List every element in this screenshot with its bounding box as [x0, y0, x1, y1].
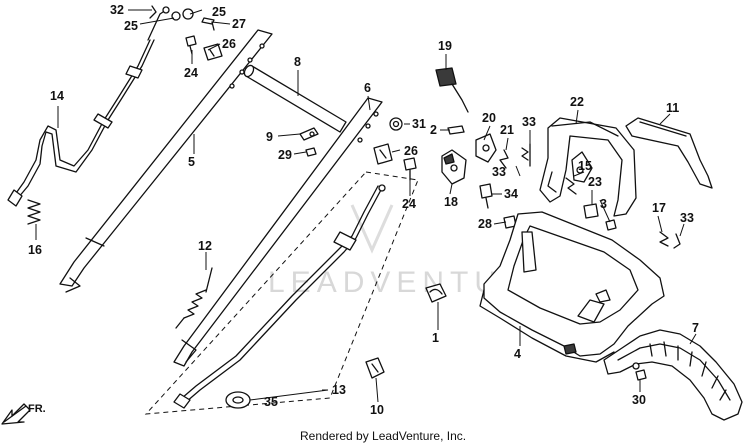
parts-17-33-right: [659, 231, 681, 249]
callout-13: 13: [332, 383, 346, 397]
callout-7: 7: [692, 321, 699, 335]
direction-label: FR.: [28, 403, 46, 415]
callout-5: 5: [188, 155, 195, 169]
callout-25-right: 25: [212, 5, 226, 19]
part-34-bolt: [479, 183, 493, 209]
callout-4: 4: [514, 347, 521, 361]
callout-16: 16: [28, 243, 42, 257]
part-4-frame: [479, 211, 665, 363]
parts-21-33-springs: [499, 143, 531, 169]
callout-19: 19: [438, 39, 452, 53]
callout-23: 23: [588, 175, 602, 189]
callout-24-right: 24: [402, 197, 416, 211]
callout-10: 10: [370, 403, 384, 417]
callout-35: 35: [264, 395, 278, 409]
callout-34: 34: [504, 187, 518, 201]
part-26-clamp-right: [373, 143, 417, 181]
part-14-throttle-cable: [7, 6, 170, 207]
part-11-bracket: [625, 117, 713, 189]
callout-21: 21: [500, 123, 514, 137]
callout-26-right: 26: [404, 144, 418, 158]
callout-29: 29: [278, 148, 292, 162]
part-16-spring: [27, 199, 41, 225]
callout-26-left: 26: [222, 37, 236, 51]
callout-3: 3: [600, 197, 607, 211]
part-35-grommet: [225, 391, 251, 409]
parts-9-29-clip: [299, 127, 319, 157]
callout-22: 22: [570, 95, 584, 109]
callout-30: 30: [632, 393, 646, 407]
callout-20: 20: [482, 111, 496, 125]
callout-6: 6: [364, 81, 371, 95]
callout-14: 14: [50, 89, 64, 103]
part-10-clip: [365, 357, 385, 379]
part-20-control-lever: [447, 125, 497, 163]
part-13-clutch-cable: [144, 171, 419, 415]
part-5-lower-handle: [59, 29, 273, 293]
parts-15-23-3-hardware: [565, 177, 617, 231]
part-8-cross-pipe: [243, 64, 347, 133]
part-18-lever: [441, 149, 467, 185]
part-1-cable-guide: [425, 283, 447, 303]
part-30-screw: [635, 369, 647, 381]
callout-11: 11: [666, 101, 679, 115]
callout-12: 12: [198, 239, 212, 253]
callout-25-left: 25: [124, 19, 138, 33]
part-6-upper-handle: [173, 97, 383, 367]
callout-9: 9: [266, 130, 273, 144]
part-31-nut: [389, 117, 403, 131]
part-12-spring: [175, 267, 213, 329]
part-19-label: [435, 67, 469, 113]
part-26-clamp-left: [185, 35, 223, 61]
callout-2: 2: [430, 123, 437, 137]
part-7-grip: [603, 329, 743, 421]
callout-31: 31: [412, 117, 426, 131]
callout-numbers: 1 2 3 4 5 6 7 8 9 10 11 12 13 14 15 16 1…: [28, 3, 699, 417]
callout-1: 1: [432, 331, 439, 345]
top-hardware: [149, 5, 215, 31]
callout-15: 15: [578, 159, 592, 173]
callout-33-c: 33: [680, 211, 694, 225]
direction-arrow: FR.: [1, 403, 46, 425]
callout-32: 32: [110, 3, 124, 17]
callout-24-left: 24: [184, 66, 198, 80]
callout-18: 18: [444, 195, 458, 209]
callout-17: 17: [652, 201, 666, 215]
callout-27: 27: [232, 17, 246, 31]
callout-33-b: 33: [492, 165, 506, 179]
footer-credit: Rendered by LeadVenture, Inc.: [300, 429, 466, 443]
callout-33-a: 33: [522, 115, 536, 129]
callout-28: 28: [478, 217, 492, 231]
leader-lines: [35, 9, 697, 403]
callout-8: 8: [294, 55, 301, 69]
